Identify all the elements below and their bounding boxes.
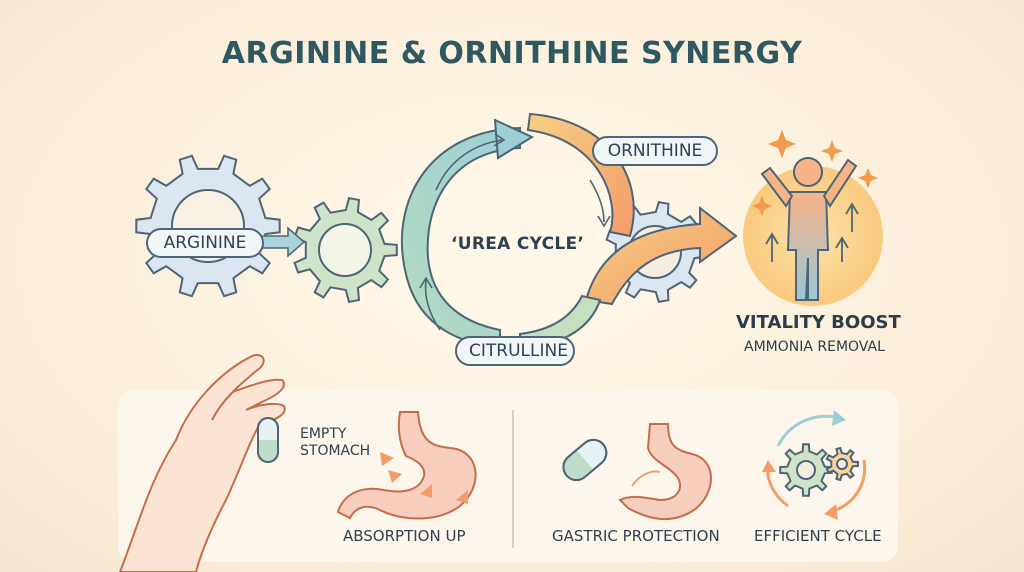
gear-icon xyxy=(293,197,398,303)
benefits-panel xyxy=(118,390,898,562)
gear-icon xyxy=(135,154,281,298)
cycle-arrows-icon xyxy=(762,410,867,520)
person-icon xyxy=(760,157,858,301)
absorption-arrows xyxy=(380,452,468,504)
stomach-icon xyxy=(336,411,477,520)
stomach-icon xyxy=(618,423,712,521)
hand-icon xyxy=(118,354,286,572)
sparkle-icon xyxy=(752,130,878,216)
efficient-cycle-label: EFFICIENT CYCLE xyxy=(754,527,882,545)
gastric-protection-label: GASTRIC PROTECTION xyxy=(552,527,720,545)
urea-cycle-label: ‘UREA CYCLE’ xyxy=(451,234,585,254)
arginine-label: ARGININE xyxy=(146,228,264,258)
up-arrow-icon xyxy=(765,202,859,262)
gear-icon xyxy=(825,446,859,482)
inner-arrow xyxy=(435,139,503,191)
cycle-arrowhead-teal xyxy=(493,118,535,160)
arrow-icon xyxy=(261,226,306,258)
page-title: ARGININE & ORNITHINE SYNERGY xyxy=(221,36,803,71)
inner-arrowhead xyxy=(493,133,506,147)
gear-icon xyxy=(779,443,833,497)
ammonia-removal-label: AMMONIA REMOVAL xyxy=(744,339,885,355)
capsule-icon xyxy=(562,438,608,482)
vitality-boost-label: VITALITY BOOST xyxy=(736,312,901,333)
inner-arrow xyxy=(424,279,441,331)
empty-stomach-label: EMPTY STOMACH xyxy=(300,426,371,459)
inner-arrowhead xyxy=(419,276,433,289)
inner-arrow xyxy=(589,179,605,223)
vitality-arrow xyxy=(584,205,738,306)
absorption-up-label: ABSORPTION UP xyxy=(343,527,466,545)
citrulline-label: CITRULLINE xyxy=(455,336,575,366)
ornithine-label: ORNITHINE xyxy=(592,136,718,166)
inner-arrowhead xyxy=(597,215,611,228)
capsule-icon xyxy=(257,417,279,463)
cycle-arrow-orange xyxy=(526,112,635,238)
